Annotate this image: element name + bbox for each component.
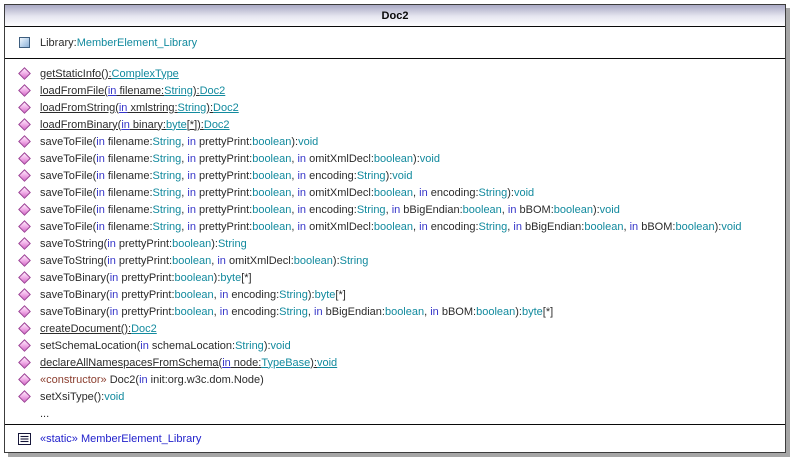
operation-diamond-icon	[18, 203, 31, 216]
op-constructor-Doc2[interactable]: «constructor» Doc2(in init:org.w3c.dom.N…	[5, 371, 785, 388]
op-saveToFile-5[interactable]: saveToFile(in filename:String, in pretty…	[5, 201, 785, 218]
operation-diamond-icon	[18, 339, 31, 352]
operation-label: saveToFile(in filename:String, in pretty…	[40, 203, 620, 216]
op-loadFromString[interactable]: loadFromString(in xmlstring:String):Doc2	[5, 99, 785, 116]
operation-label: saveToFile(in filename:String, in pretty…	[40, 220, 742, 233]
operation-label: saveToString(in prettyPrint:boolean, in …	[40, 254, 369, 267]
operation-diamond-icon	[18, 356, 31, 369]
op-saveToFile-1[interactable]: saveToFile(in filename:String, in pretty…	[5, 133, 785, 150]
operation-label: loadFromFile(in filename:String):Doc2	[40, 84, 226, 97]
operation-label: saveToFile(in filename:String, in pretty…	[40, 186, 535, 199]
uml-class-box[interactable]: Doc2 Library:MemberElement_Library getSt…	[4, 4, 786, 453]
op-setXsiType[interactable]: setXsiType():void	[5, 388, 785, 405]
operation-diamond-icon	[18, 118, 31, 131]
op-saveToString-2[interactable]: saveToString(in prettyPrint:boolean, in …	[5, 252, 785, 269]
operation-diamond-icon	[18, 237, 31, 250]
operation-label: setXsiType():void	[40, 390, 125, 403]
operation-label: loadFromBinary(in binary:byte[*]):Doc2	[40, 118, 230, 131]
op-saveToFile-3[interactable]: saveToFile(in filename:String, in pretty…	[5, 167, 785, 184]
operation-diamond-icon	[18, 186, 31, 199]
operation-label: declareAllNamespacesFromSchema(in node:T…	[40, 356, 338, 369]
op-saveToFile-2[interactable]: saveToFile(in filename:String, in pretty…	[5, 150, 785, 167]
operation-label: createDocument():Doc2	[40, 322, 157, 335]
operation-diamond-icon	[18, 288, 31, 301]
operation-label: saveToBinary(in prettyPrint:boolean, in …	[40, 288, 346, 301]
op-saveToFile-4[interactable]: saveToFile(in filename:String, in pretty…	[5, 184, 785, 201]
operation-diamond-icon	[18, 271, 31, 284]
static-member-compartment[interactable]: «static» MemberElement_Library	[5, 424, 785, 452]
op-saveToBinary-3[interactable]: saveToBinary(in prettyPrint:boolean, in …	[5, 303, 785, 320]
op-declareAllNamespacesFromSchema[interactable]: declareAllNamespacesFromSchema(in node:T…	[5, 354, 785, 371]
op-saveToString-1[interactable]: saveToString(in prettyPrint:boolean):Str…	[5, 235, 785, 252]
operation-diamond-icon	[18, 152, 31, 165]
op-ellipsis[interactable]: ...	[5, 405, 785, 422]
op-loadFromBinary[interactable]: loadFromBinary(in binary:byte[*]):Doc2	[5, 116, 785, 133]
operation-diamond-icon	[18, 305, 31, 318]
operation-label: saveToFile(in filename:String, in pretty…	[40, 135, 319, 148]
op-getStaticInfo[interactable]: getStaticInfo():ComplexType	[5, 65, 785, 82]
attr-Library[interactable]: Library:MemberElement_Library	[5, 34, 785, 51]
op-saveToFile-6[interactable]: saveToFile(in filename:String, in pretty…	[5, 218, 785, 235]
operation-label: getStaticInfo():ComplexType	[40, 67, 179, 80]
operation-diamond-icon	[18, 390, 31, 403]
operation-label: saveToBinary(in prettyPrint:boolean):byt…	[40, 271, 252, 284]
attributes-compartment: Library:MemberElement_Library	[5, 27, 785, 59]
operation-diamond-icon	[18, 84, 31, 97]
attribute-label: Library:MemberElement_Library	[40, 36, 198, 49]
operation-diamond-icon	[18, 101, 31, 114]
operation-label: setSchemaLocation(in schemaLocation:Stri…	[40, 339, 291, 352]
static-member-label: «static» MemberElement_Library	[40, 432, 202, 445]
op-setSchemaLocation[interactable]: setSchemaLocation(in schemaLocation:Stri…	[5, 337, 785, 354]
operation-diamond-icon	[18, 254, 31, 267]
spacer	[19, 408, 30, 419]
operation-diamond-icon	[18, 67, 31, 80]
op-loadFromFile[interactable]: loadFromFile(in filename:String):Doc2	[5, 82, 785, 99]
operation-diamond-icon	[18, 135, 31, 148]
operation-diamond-icon	[18, 322, 31, 335]
operation-label: ...	[40, 407, 50, 420]
op-saveToBinary-2[interactable]: saveToBinary(in prettyPrint:boolean, in …	[5, 286, 785, 303]
list-icon	[18, 432, 31, 445]
operation-diamond-icon	[18, 169, 31, 182]
operation-label: saveToFile(in filename:String, in pretty…	[40, 169, 413, 182]
operation-label: loadFromString(in xmlstring:String):Doc2	[40, 101, 239, 114]
class-title[interactable]: Doc2	[5, 5, 785, 27]
operation-label: «constructor» Doc2(in init:org.w3c.dom.N…	[40, 373, 264, 386]
operation-diamond-icon	[18, 220, 31, 233]
op-saveToBinary-1[interactable]: saveToBinary(in prettyPrint:boolean):byt…	[5, 269, 785, 286]
operation-label: saveToString(in prettyPrint:boolean):Str…	[40, 237, 247, 250]
class-title-label: Doc2	[381, 9, 409, 22]
operations-compartment: getStaticInfo():ComplexType loadFromFile(…	[5, 59, 785, 422]
op-createDocument[interactable]: createDocument():Doc2	[5, 320, 785, 337]
operation-label: saveToBinary(in prettyPrint:boolean, in …	[40, 305, 554, 318]
operation-diamond-icon	[18, 373, 31, 386]
attribute-square-icon	[19, 37, 30, 48]
operation-label: saveToFile(in filename:String, in pretty…	[40, 152, 440, 165]
